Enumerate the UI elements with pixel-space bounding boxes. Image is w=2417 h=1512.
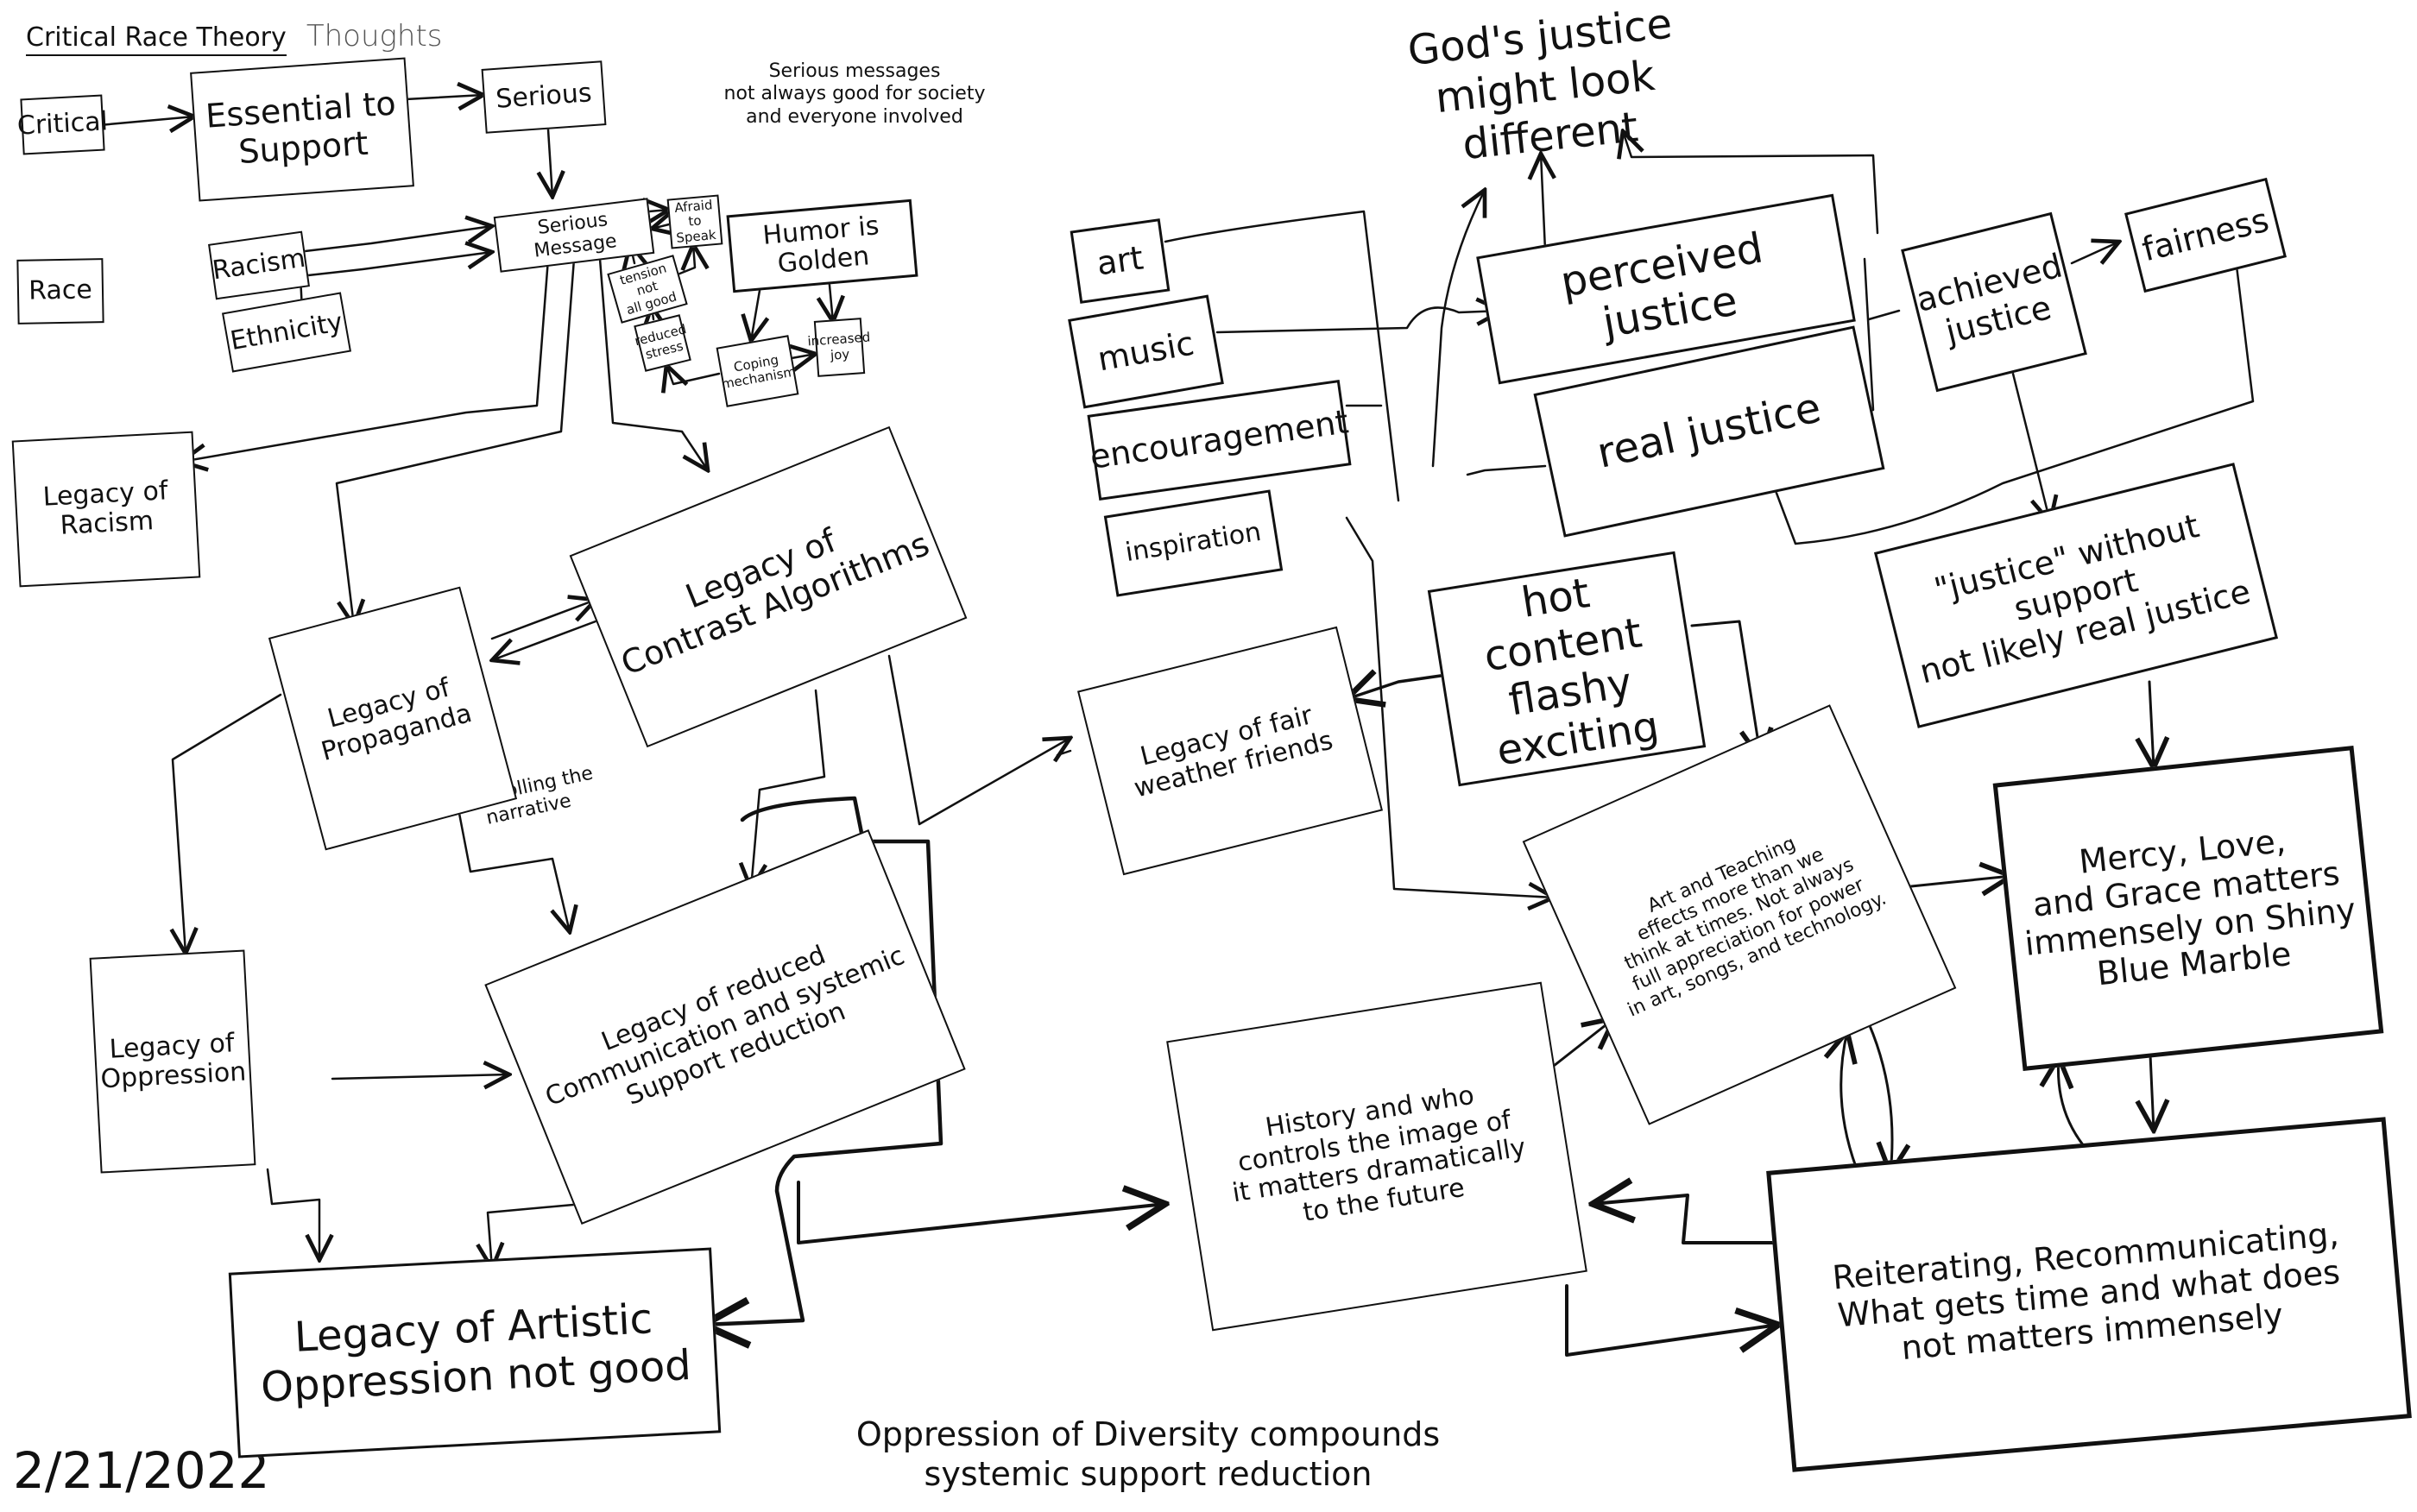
- note-gods-justice: God's justice might look different: [1405, 0, 1675, 170]
- link-message-propaganda: [335, 257, 576, 626]
- node-tension[interactable]: tension not all good: [607, 255, 688, 324]
- link-message-afraid: [649, 210, 669, 211]
- link-art-reiterating: [1863, 1012, 1892, 1174]
- link-perceived-achieved: [1867, 309, 1901, 321]
- node-increased-joy[interactable]: increased joy: [807, 318, 871, 377]
- link-achieved-fairness: [2070, 242, 2119, 263]
- link-propaganda-contrast: [490, 600, 596, 640]
- node-mercy-love-grace[interactable]: Mercy, Love, and Grace matters immensely…: [1992, 745, 2384, 1072]
- link-music-perceived: [1215, 307, 1502, 334]
- page-title: Critical Race Theory Thoughts: [26, 19, 443, 56]
- link-oppression-artistic: [266, 1168, 319, 1260]
- node-serious-message[interactable]: Serious Message: [493, 198, 655, 273]
- link-reiterating-art: [1841, 1031, 1862, 1180]
- link-perceived-gods: [1541, 154, 1545, 252]
- node-legacy-contrast[interactable]: Legacy of Contrast Algorithms: [569, 425, 968, 748]
- link-propaganda-oppression: [173, 693, 282, 954]
- link-reduced-history: [796, 1181, 1165, 1244]
- node-racism[interactable]: Racism: [208, 230, 310, 300]
- link-history-reiterating: [1565, 1284, 1778, 1357]
- link-reiterating-history: [1593, 1195, 1780, 1244]
- node-race[interactable]: Race: [16, 258, 104, 324]
- node-legacy-oppression[interactable]: Legacy of Oppression: [89, 949, 256, 1174]
- node-reiterating[interactable]: Reiterating, Recommunicating, What gets …: [1766, 1117, 2412, 1472]
- node-essential-support[interactable]: Essential to Support: [190, 57, 414, 202]
- node-achieved-justice[interactable]: achieved justice: [1901, 211, 2087, 393]
- node-history[interactable]: History and who controls the image of it…: [1166, 981, 1587, 1332]
- node-serious[interactable]: Serious: [481, 60, 607, 134]
- link-contrast-propaganda: [492, 620, 597, 660]
- node-legacy-fair-weather[interactable]: Legacy of fair weather friends: [1076, 626, 1384, 876]
- link-tension-afraid: [676, 244, 695, 276]
- date-stamp: 2/21/2022: [13, 1441, 270, 1500]
- node-justice-without-support[interactable]: "justice" without support not likely rea…: [1873, 463, 2279, 728]
- link-arch-gods: [1431, 190, 1485, 468]
- node-humor-golden[interactable]: Humor is Golden: [726, 198, 918, 293]
- title-sub: Thoughts: [306, 19, 443, 54]
- link-oppression-reduced: [331, 1074, 509, 1079]
- node-hot-content[interactable]: hot content flashy exciting: [1427, 551, 1707, 787]
- node-coping[interactable]: Coping mechanism: [716, 335, 799, 407]
- link-serious-message: [548, 128, 552, 197]
- node-ethnicity[interactable]: Ethnicity: [221, 292, 352, 373]
- link-critical-essential: [98, 117, 194, 125]
- node-legacy-artistic[interactable]: Legacy of Artistic Oppression not good: [228, 1247, 722, 1458]
- link-fairweather-left: [1056, 749, 1072, 757]
- title-main: Critical Race Theory: [26, 22, 287, 56]
- link-reiterating-mercy: [2058, 1057, 2091, 1154]
- node-legacy-racism[interactable]: Legacy of Racism: [11, 431, 201, 588]
- node-reduced-stress[interactable]: reduced stress: [633, 314, 691, 372]
- node-critical[interactable]: Critical: [16, 94, 109, 155]
- node-art[interactable]: art: [1070, 218, 1171, 304]
- link-afraid-message: [652, 224, 669, 229]
- node-fairness[interactable]: fairness: [2124, 177, 2287, 293]
- note-footer: Oppression of Diversity compounds system…: [855, 1415, 1441, 1493]
- link-contrast-fairweather: [887, 654, 1070, 826]
- node-afraid-to-speak[interactable]: Afraid to Speak: [666, 194, 723, 249]
- node-music[interactable]: music: [1068, 294, 1224, 409]
- node-inspiration[interactable]: inspiration: [1103, 489, 1284, 597]
- note-serious-messages: Serious messages not always good for soc…: [723, 60, 986, 128]
- link-left-real: [1466, 464, 1547, 476]
- link-coping-stress: [666, 365, 721, 384]
- node-art-teaching[interactable]: Art and Teaching effects more than we th…: [1522, 704, 1957, 1125]
- node-legacy-reduced-comm[interactable]: Legacy of reduced Communication and syst…: [484, 829, 966, 1225]
- link-achieved-without: [2005, 348, 2050, 522]
- link-without-mercy: [2149, 680, 2154, 768]
